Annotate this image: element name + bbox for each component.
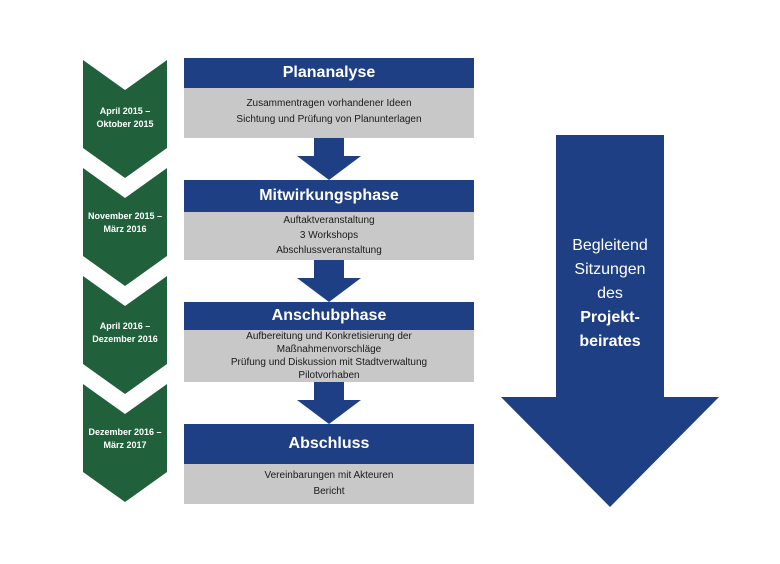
timeline-1-start: April 2015 – [99, 106, 151, 116]
down-arrow-3 [297, 382, 361, 429]
phase-3-body: Aufbereitung und Konkretisierung der Maß… [184, 330, 474, 382]
side-text-line: des [597, 285, 623, 302]
phase-1-item: Zusammentragen vorhandener Ideen [246, 98, 412, 109]
timeline-2-start: November 2015 – [87, 211, 163, 221]
timeline-2-end: März 2016 [103, 224, 147, 234]
phase-2-body: Auftaktveranstaltung 3 Workshops Abschlu… [184, 212, 474, 260]
timeline-chevron-3: April 2016 – Dezember 2016 [83, 276, 167, 394]
timeline-3-end: Dezember 2016 [92, 334, 158, 344]
side-text-line: Begleitend [572, 237, 648, 254]
phase-1-body: Zusammentragen vorhandener Ideen Sichtun… [184, 88, 474, 138]
phase-3-title: Anschubphase [184, 302, 474, 330]
phase-3-item: Aufbereitung und Konkretisierung der [246, 331, 412, 342]
timeline-chevron-2: November 2015 – März 2016 [83, 168, 167, 286]
phase-2-item: Abschlussveranstaltung [276, 245, 382, 256]
advisory-board-arrow [501, 135, 719, 512]
side-text-line-bold: beirates [579, 333, 641, 350]
phase-3-item: Pilotvorhaben [298, 370, 360, 381]
phase-4-item: Vereinbarungen mit Akteuren [264, 470, 394, 481]
side-text-line: Sitzungen [574, 261, 646, 278]
timeline-chevron-4: Dezember 2016 – März 2017 [83, 384, 167, 502]
down-arrow-2 [297, 260, 361, 307]
timeline-4-end: März 2017 [103, 440, 147, 450]
phase-1-item: Sichtung und Prüfung von Planunterlagen [236, 114, 422, 125]
phase-2-item: 3 Workshops [299, 230, 359, 241]
phase-1-title: Plananalyse [184, 58, 474, 88]
side-text-line-bold: Projekt- [580, 309, 640, 326]
phase-4-item: Bericht [313, 486, 345, 497]
phase-4-body: Vereinbarungen mit Akteuren Bericht [184, 464, 474, 504]
phase-2-item: Auftaktveranstaltung [283, 215, 375, 226]
phase-3-item: Prüfung und Diskussion mit Stadtverwaltu… [230, 357, 428, 368]
phase-3-item: Maßnahmenvorschläge [276, 344, 382, 355]
phase-4-title: Abschluss [184, 424, 474, 464]
timeline-1-end: Oktober 2015 [96, 119, 154, 129]
down-arrow-1 [297, 138, 361, 185]
timeline-3-start: April 2016 – [99, 321, 151, 331]
phase-2-title: Mitwirkungsphase [184, 180, 474, 212]
timeline-chevron-1: April 2015 – Oktober 2015 [83, 60, 167, 178]
advisory-board-label: Begleitend Sitzungen des Projekt- beirat… [556, 234, 664, 354]
timeline-4-start: Dezember 2016 – [88, 427, 162, 437]
